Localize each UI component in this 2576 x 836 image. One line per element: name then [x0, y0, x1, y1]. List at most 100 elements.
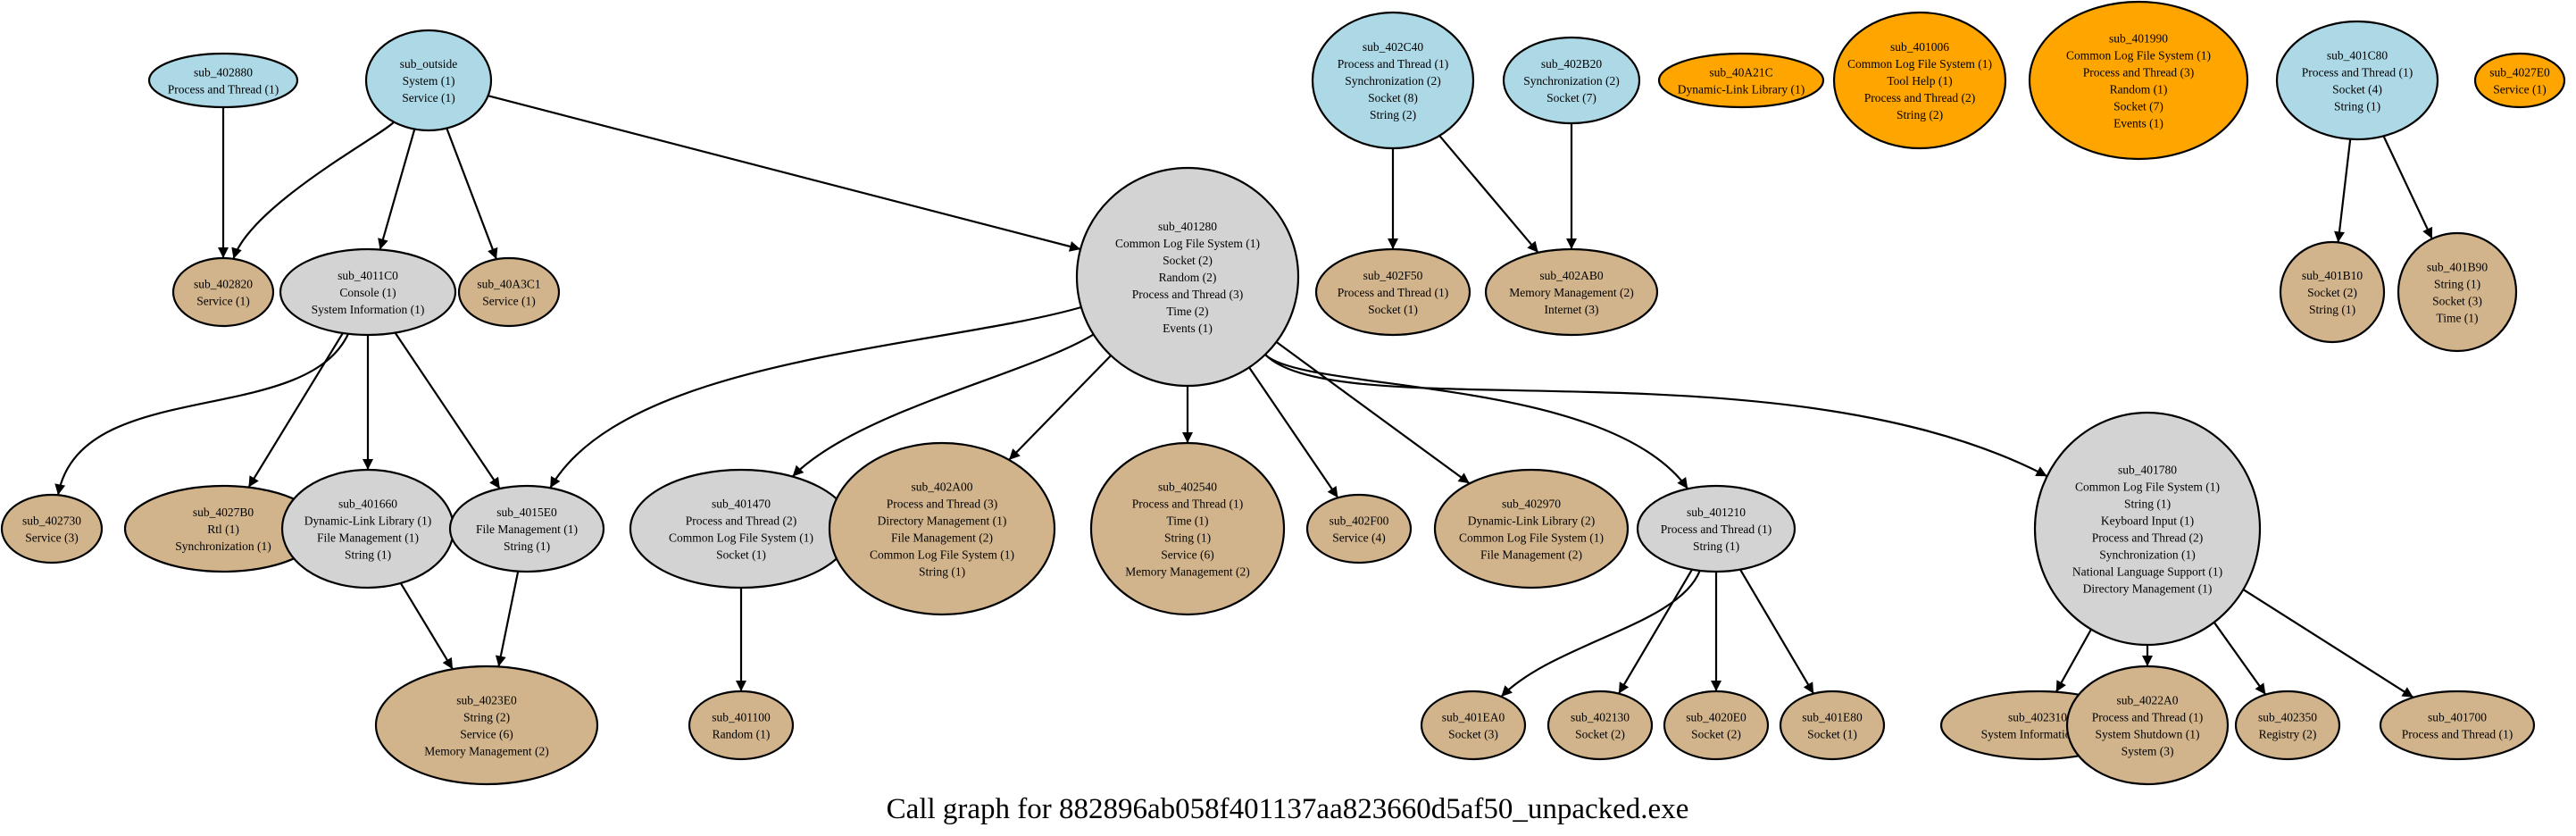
node-title: sub_4027B0	[193, 506, 254, 519]
node-shape	[1314, 247, 1471, 337]
node-api-line: Socket (3)	[1448, 728, 1498, 741]
node-api-line: Socket (3)	[2432, 295, 2482, 308]
node-api-line: String (1)	[1693, 539, 1739, 553]
node-api-line: Memory Management (2)	[1509, 286, 1633, 299]
node-api-line: Common Log File System (1)	[669, 531, 813, 545]
node-api-line: Service (3)	[25, 531, 79, 545]
node-shape	[828, 441, 1056, 616]
node-api-line: Socket (1)	[1368, 303, 1418, 316]
node-api-line: Process and Thread (3)	[2083, 66, 2195, 79]
node-shape	[147, 52, 299, 109]
node-api-line: Socket (1)	[1807, 728, 1857, 741]
node-api-line: Process and Thread (1)	[1338, 286, 1449, 299]
node-api-line: Random (1)	[2110, 83, 2168, 96]
node-api-line: Process and Thread (1)	[1338, 57, 1449, 71]
node-shape	[2234, 690, 2341, 761]
node-api-line: Common Log File System (1)	[1115, 237, 1260, 250]
node-api-line: System Shutdown (1)	[2095, 728, 2199, 741]
node-title: sub_402350	[2258, 711, 2317, 724]
node-title: sub_402820	[194, 278, 253, 291]
node-shape	[1546, 690, 1654, 761]
node-api-line: System (1)	[403, 74, 455, 88]
node-api-line: Service (1)	[402, 91, 455, 104]
node-shape	[2033, 411, 2262, 647]
edge-sub-4011c0-to-sub-4027b0	[247, 332, 344, 489]
node-title: sub_40A3C1	[477, 278, 540, 291]
node-api-line: Process and Thread (1)	[1132, 497, 1244, 511]
node-title: sub_401210	[1687, 506, 1746, 519]
node-title: sub_402F50	[1363, 269, 1423, 282]
node-api-line: Socket (2)	[1691, 728, 1741, 741]
node-api-line: Tool Help (1)	[1887, 74, 1952, 88]
node-title: sub_401280	[1158, 220, 1217, 233]
node-shape	[448, 484, 605, 573]
node-api-line: Service (4)	[1332, 531, 1386, 545]
node-api-line: Random (2)	[1159, 271, 1217, 284]
node-api-line: String (1)	[2124, 497, 2171, 511]
edge-sub-outside-to-sub-4011c0	[378, 129, 416, 250]
node-api-line: Synchronization (1)	[175, 539, 271, 553]
node-api-line: Socket (1)	[716, 548, 766, 562]
edge-sub-401210-to-sub-402130	[1617, 569, 1693, 695]
node-title: sub_402880	[194, 66, 253, 79]
node-title: sub_4015E0	[496, 506, 557, 519]
node-api-line: Socket (2)	[1575, 728, 1625, 741]
node-api-line: Process and Thread (1)	[2092, 711, 2204, 724]
node-api-line: Synchronization (1)	[2099, 548, 2196, 562]
node-title: sub_401EA0	[1442, 711, 1505, 724]
node-api-line: Dynamic-Link Library (2)	[1468, 514, 1595, 528]
node-api-line: Events (1)	[2113, 117, 2163, 130]
node-shape	[374, 665, 599, 786]
node-api-line: File Management (1)	[317, 531, 419, 545]
edge-sub-401780-to-sub-402350	[2213, 622, 2267, 696]
node-shape	[364, 29, 493, 132]
node-title: sub_401660	[338, 497, 397, 511]
node-api-line: Service (6)	[1161, 548, 1214, 562]
node-api-line: String (2)	[1897, 108, 1943, 121]
node-api-line: Dynamic-Link Library (1)	[304, 514, 431, 528]
node-api-line: Socket (4)	[2332, 83, 2382, 96]
node-api-line: Process and Thread (3)	[1132, 288, 1244, 301]
node-api-line: File Management (2)	[1480, 548, 1582, 562]
node-shape	[1663, 690, 1770, 761]
node-shape	[688, 690, 795, 761]
node-api-line: Random (1)	[713, 728, 771, 741]
node-api-line: Synchronization (2)	[1523, 74, 1620, 88]
node-api-line: Socket (8)	[1368, 91, 1418, 104]
edge-sub-401780-to-sub-401700	[2242, 589, 2414, 698]
node-shape	[457, 256, 561, 328]
node-title: sub_401B10	[2302, 269, 2363, 282]
node-api-line: Time (1)	[2436, 312, 2478, 325]
node-title: sub_402B20	[1541, 57, 1603, 71]
node-shape	[0, 493, 104, 564]
edge-sub-401c80-to-sub-401b10	[2334, 138, 2352, 243]
node-title: sub_4023E0	[456, 694, 517, 707]
node-api-line: Memory Management (2)	[424, 745, 548, 758]
edge-sub-401660-to-sub-4023e0	[399, 582, 454, 670]
node-shape	[2379, 690, 2536, 761]
node-title: sub_402730	[22, 514, 81, 528]
node-api-line: String (1)	[2434, 278, 2480, 291]
node-api-line: String (1)	[1164, 531, 1211, 545]
